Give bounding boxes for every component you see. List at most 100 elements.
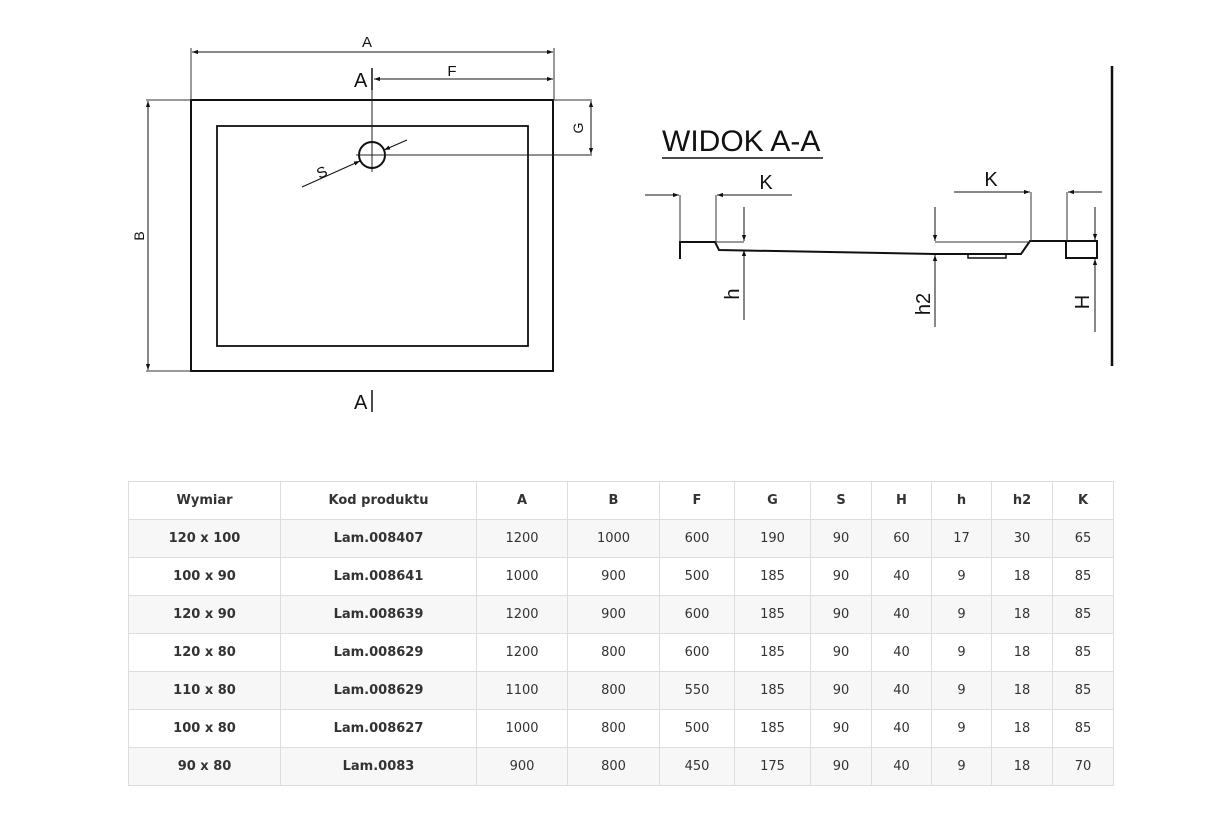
dimension-cell: 18: [991, 747, 1053, 786]
dimension-cell: 90: [810, 633, 872, 672]
dimension-cell: 85: [1052, 709, 1114, 748]
column-header: Kod produktu: [280, 481, 477, 520]
drain-profile: [967, 253, 1007, 259]
dimension-cell: 1200: [476, 595, 568, 634]
dimension-cell: 900: [476, 747, 568, 786]
dimension-cell: 90: [810, 671, 872, 710]
dimension-cell: 9: [931, 747, 992, 786]
size-cell: 120 x 100: [128, 519, 281, 558]
dimension-cell: 60: [871, 519, 932, 558]
dimension-cell: 900: [567, 595, 660, 634]
dimension-cell: 1000: [476, 709, 568, 748]
dimension-cell: 70: [1052, 747, 1114, 786]
dimension-cell: 500: [659, 709, 735, 748]
dimension-cell: 40: [871, 557, 932, 596]
column-header: h: [931, 481, 992, 520]
size-cell: 120 x 90: [128, 595, 281, 634]
dim-G-label: G: [570, 123, 586, 134]
dimension-cell: 550: [659, 671, 735, 710]
dimension-cell: 90: [810, 709, 872, 748]
size-cell: 100 x 90: [128, 557, 281, 596]
dimension-cell: 1000: [567, 519, 660, 558]
dimension-cell: 40: [871, 633, 932, 672]
column-header: B: [567, 481, 660, 520]
dimension-cell: 17: [931, 519, 992, 558]
column-header: K: [1052, 481, 1114, 520]
dimension-cell: 85: [1052, 557, 1114, 596]
product-code-cell: Lam.008641: [280, 557, 477, 596]
dimension-cell: 90: [810, 595, 872, 634]
dim-H-label: H: [1072, 295, 1094, 309]
dimension-cell: 40: [871, 747, 932, 786]
size-cell: 100 x 80: [128, 709, 281, 748]
dimension-cell: 1200: [476, 633, 568, 672]
product-code-cell: Lam.008629: [280, 633, 477, 672]
dimension-cell: 18: [991, 595, 1053, 634]
dim-K-left-label: K: [759, 172, 773, 194]
dimension-cell: 85: [1052, 671, 1114, 710]
dimension-cell: 175: [734, 747, 811, 786]
size-cell: 90 x 80: [128, 747, 281, 786]
section-mark-top: A: [354, 70, 368, 92]
dimension-cell: 600: [659, 633, 735, 672]
size-cell: 110 x 80: [128, 671, 281, 710]
column-header: G: [734, 481, 811, 520]
product-code-cell: Lam.008407: [280, 519, 477, 558]
dimension-cell: 18: [991, 633, 1053, 672]
column-header: S: [810, 481, 872, 520]
dimension-cell: 9: [931, 557, 992, 596]
dimension-cell: 18: [991, 557, 1053, 596]
dim-B-label: B: [131, 231, 147, 240]
dimension-cell: 40: [871, 709, 932, 748]
dimension-cell: 9: [931, 633, 992, 672]
column-header: H: [871, 481, 932, 520]
dimension-cell: 800: [567, 633, 660, 672]
column-header: F: [659, 481, 735, 520]
dimension-cell: 85: [1052, 595, 1114, 634]
dim-S-leader: [301, 160, 361, 188]
dimension-cell: 65: [1052, 519, 1114, 558]
dimension-cell: 18: [991, 709, 1053, 748]
dimension-cell: 900: [567, 557, 660, 596]
dimension-cell: 90: [810, 557, 872, 596]
section-mark-bottom: A: [354, 392, 368, 414]
top-view: A F A A S G B: [131, 34, 594, 414]
dimension-cell: 9: [931, 595, 992, 634]
dimension-cell: 40: [871, 671, 932, 710]
dimension-cell: 800: [567, 671, 660, 710]
dim-S-leader-2: [383, 139, 408, 151]
dimension-cell: 30: [991, 519, 1053, 558]
dim-A-label: A: [362, 34, 372, 51]
section-view: WIDOK A-A K K h h2 H: [645, 66, 1114, 366]
product-code-cell: Lam.008639: [280, 595, 477, 634]
dimension-cell: 800: [567, 709, 660, 748]
tray-profile: [679, 240, 1098, 259]
dim-F-label: F: [447, 63, 456, 80]
dimension-cell: 600: [659, 519, 735, 558]
product-code-cell: Lam.008627: [280, 709, 477, 748]
dimension-cell: 1200: [476, 519, 568, 558]
dimension-cell: 1100: [476, 671, 568, 710]
product-code-cell: Lam.0083: [280, 747, 477, 786]
dimension-cell: 9: [931, 671, 992, 710]
dimension-cell: 185: [734, 709, 811, 748]
dim-K-right-label: K: [984, 169, 998, 191]
column-header: A: [476, 481, 568, 520]
dimension-cell: 185: [734, 595, 811, 634]
product-code-cell: Lam.008629: [280, 671, 477, 710]
dimension-cell: 18: [991, 671, 1053, 710]
dimension-cell: 90: [810, 519, 872, 558]
dimension-cell: 500: [659, 557, 735, 596]
dimension-cell: 185: [734, 633, 811, 672]
size-cell: 120 x 80: [128, 633, 281, 672]
technical-drawing: A F A A S G B WIDOK A-A: [131, 34, 1114, 414]
dim-S-label: S: [314, 163, 330, 183]
column-header: h2: [991, 481, 1053, 520]
